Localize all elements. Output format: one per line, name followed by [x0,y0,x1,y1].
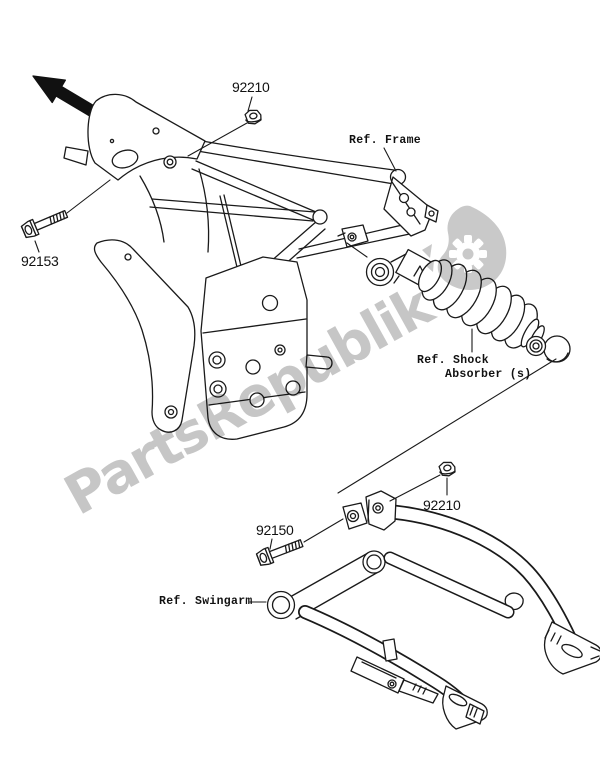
part-number-92153: 92153 [21,253,59,269]
ref-shock-line2: Absorber (s) [445,367,532,381]
ref-swingarm-label: Ref. Swingarm [159,595,253,608]
ref-shock-line1: Ref. Shock [417,354,490,367]
part-number-92210-middle: 92210 [423,497,461,513]
ref-shock-absorber-label: Ref. Shock Absorber (s) [417,354,531,381]
frame-assembly [63,93,439,440]
ref-frame-label: Ref. Frame [349,134,422,147]
part-number-92210-top: 92210 [232,79,270,95]
leader-lines [34,96,557,603]
part-number-92150: 92150 [256,522,294,538]
swingarm [266,490,600,730]
